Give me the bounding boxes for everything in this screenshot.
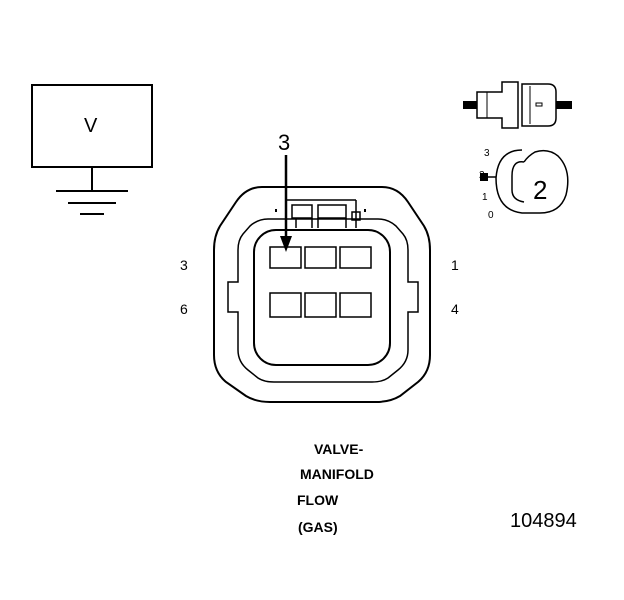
position-label-1: 1 — [482, 192, 488, 203]
pin-label-bottom-right: 4 — [451, 301, 459, 317]
position-label-2: 2 — [479, 170, 485, 181]
caption-line: VALVE- — [314, 441, 364, 457]
inline-connector-icon — [463, 81, 572, 129]
terminal-cavity-6 — [269, 292, 302, 318]
terminal-cavity-5 — [304, 292, 337, 318]
locking-tab — [275, 199, 366, 228]
terminal-housing — [253, 229, 391, 366]
figure-number: 104894 — [510, 510, 577, 532]
connector-outer-shell — [213, 186, 431, 403]
ground-icon — [56, 190, 128, 215]
probe-terminal-number: 3 — [278, 130, 291, 155]
position-view-label: 2 — [533, 175, 548, 205]
voltmeter-label: V — [84, 115, 98, 137]
terminal-cavity-2 — [304, 246, 337, 269]
position-label-3: 3 — [484, 148, 490, 159]
terminal-cavity-1 — [339, 246, 372, 269]
pin-label-bottom-left: 6 — [180, 301, 188, 317]
caption-line: MANIFOLD — [300, 466, 374, 482]
caption-line: FLOW — [297, 492, 339, 508]
pin-label-top-left: 3 — [180, 257, 188, 273]
probe-arrow — [280, 155, 292, 252]
position-label-0: 0 — [488, 210, 494, 221]
connector-inner-shell — [227, 218, 419, 383]
caption-line: (GAS) — [298, 519, 338, 535]
connector-face — [213, 155, 431, 403]
terminal-cavity-4 — [339, 292, 372, 318]
pin-label-top-right: 1 — [451, 257, 459, 273]
voltmeter — [31, 84, 153, 215]
connector-position-icon — [480, 149, 569, 214]
